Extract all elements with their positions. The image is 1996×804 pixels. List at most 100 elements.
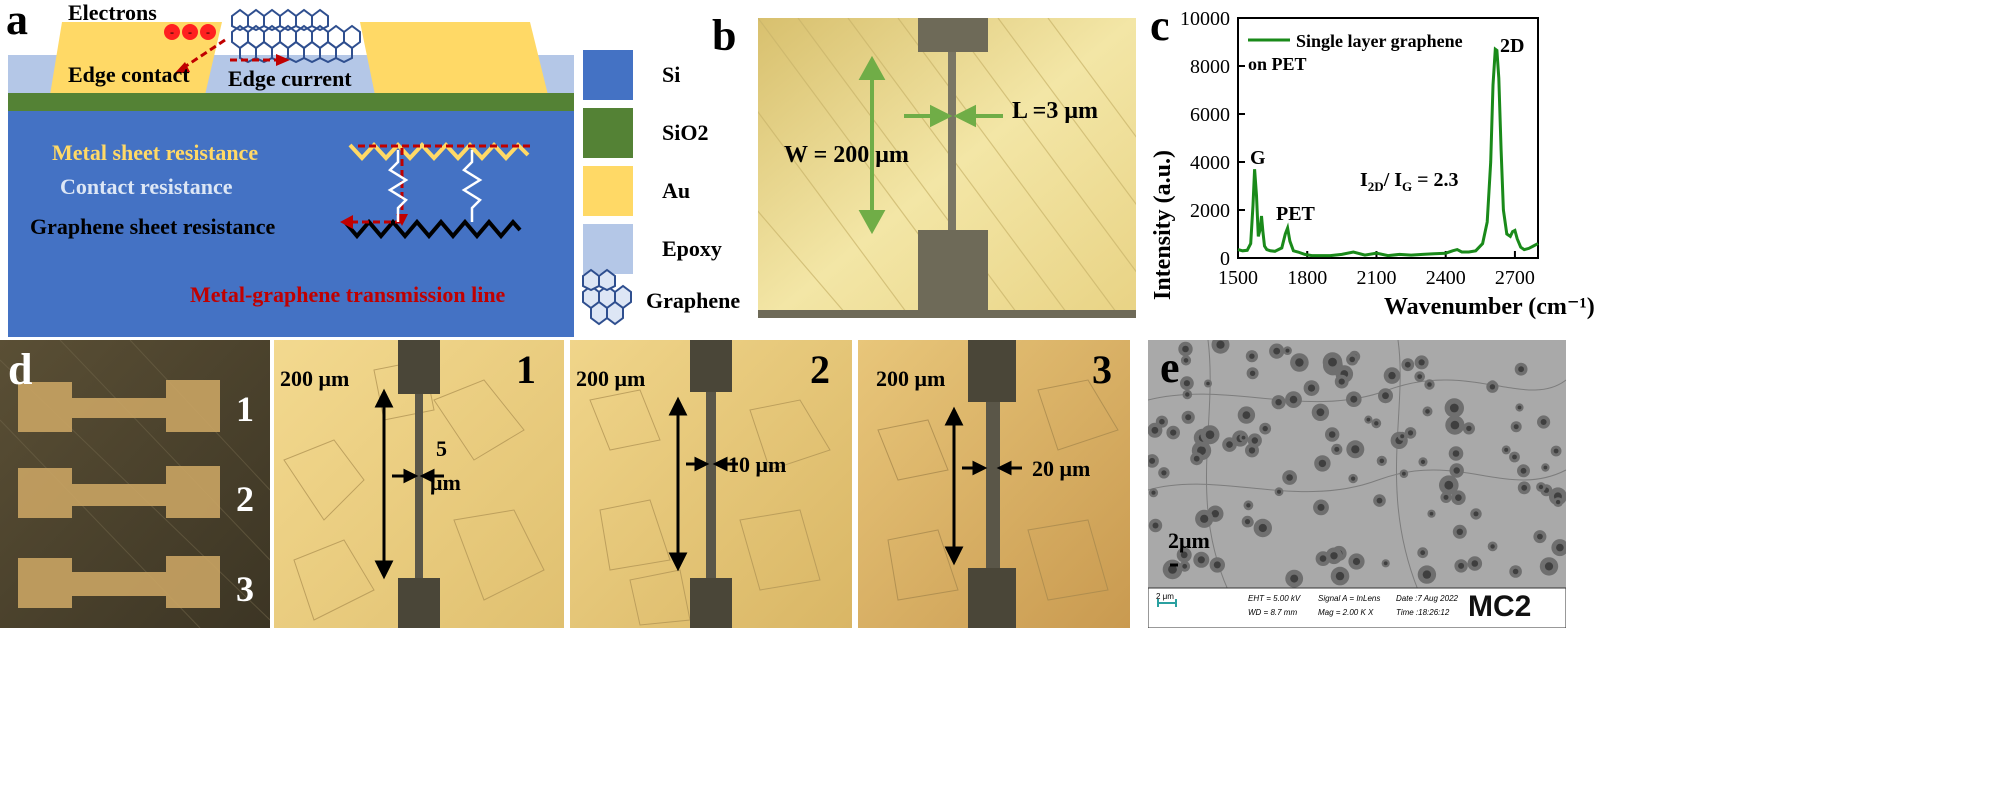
y-tick-label: 4000 (1190, 152, 1230, 174)
legend-au-label: Au (662, 178, 691, 203)
sem-island-core (1473, 511, 1479, 517)
sem-island-core (1318, 459, 1327, 468)
panel-d-letter: d (8, 345, 33, 394)
peak-g-label: G (1250, 147, 1266, 169)
sem-island-core (1471, 560, 1479, 567)
panel-d: d 1 2 3 200 μm 1 5 μm (0, 340, 1130, 630)
y-tick-label: 0 (1220, 248, 1230, 270)
transmission-line-label: Metal-graphene transmission line (190, 282, 506, 307)
d1-scale-label: 200 μm (280, 366, 350, 391)
sem-island-core (1407, 430, 1414, 436)
sem-island-core (1295, 358, 1304, 367)
sem-island-core (1290, 574, 1299, 583)
panel-d1-micrograph (274, 340, 564, 628)
sem-info-time: Time :18:26:12 (1396, 608, 1450, 617)
x-tick-label: 2400 (1426, 267, 1466, 289)
edge-current-label: Edge current (228, 66, 352, 91)
sem-info-wd: WD = 8.7 mm (1248, 608, 1298, 617)
panel-c-letter: c (1150, 1, 1170, 50)
sem-island-core (1226, 441, 1233, 448)
sem-island-core (1338, 378, 1345, 385)
legend-au-swatch (583, 166, 633, 216)
panel-e-sem-image (1148, 340, 1566, 628)
sem-island-core (1213, 561, 1221, 569)
sem-island-core (1504, 447, 1509, 452)
peak-2d-label: 2D (1500, 35, 1524, 57)
sem-island-core (1555, 499, 1561, 505)
sem-island-core (1180, 551, 1188, 559)
d1-number: 1 (516, 347, 536, 392)
sem-island-core (1512, 568, 1519, 575)
sem-island-core (1450, 420, 1460, 430)
sem-island-core (1258, 523, 1267, 533)
sem-island-core (1466, 425, 1472, 432)
plot-frame (1237, 17, 1539, 259)
sem-island-core (1149, 457, 1156, 464)
sem-island-core (1351, 445, 1360, 454)
legend-sio2-label: SiO2 (662, 120, 709, 145)
sem-island-core (1417, 374, 1423, 379)
d3-scale-label: 200 μm (876, 366, 946, 391)
d2-scale-label: 200 μm (576, 366, 646, 391)
sem-island-core (1151, 490, 1156, 495)
sem-island-core (1185, 392, 1190, 397)
sem-island-core (1540, 419, 1547, 425)
sem-island-core (1206, 381, 1210, 386)
au-right-pad (360, 22, 548, 95)
sem-info-date: Date :7 Aug 2022 (1396, 594, 1458, 603)
sem-island-core (1244, 519, 1251, 525)
sem-island-core (1429, 511, 1434, 516)
contact-resistance-label: Contact resistance (60, 174, 233, 199)
sem-island-core (1211, 510, 1219, 518)
sem-island-core (1404, 361, 1411, 368)
sem-island-core (1193, 455, 1200, 462)
sem-island-core (1512, 454, 1517, 460)
electrons-label: Electrons (68, 0, 157, 25)
sem-island-core (1275, 399, 1282, 406)
graphene-sheet-resistance-label: Graphene sheet resistance (30, 214, 276, 239)
sem-island-core (1151, 426, 1159, 434)
sem-island-core (1249, 370, 1256, 376)
sem-island-core (1420, 459, 1426, 464)
y-tick-label: 10000 (1180, 8, 1230, 30)
panel-a-diagram: - - - (8, 8, 633, 337)
svg-text:-: - (188, 25, 192, 39)
width-label: W = 200 μm (784, 142, 909, 168)
y-tick-label: 8000 (1190, 56, 1230, 78)
sem-island-core (1277, 489, 1281, 494)
row-label-1: 1 (236, 389, 254, 429)
sem-island-core (1289, 395, 1298, 404)
row-label-3: 3 (236, 569, 254, 609)
length-label: L =3 μm (1012, 98, 1098, 124)
peak-pet-label: PET (1276, 203, 1316, 225)
y-tick-label: 2000 (1190, 200, 1230, 222)
sem-island-core (1379, 458, 1385, 464)
legend-graphene-icon (582, 268, 632, 326)
sem-island-core (1319, 555, 1327, 562)
sem-island-core (1183, 358, 1189, 363)
sem-island-core (1307, 384, 1316, 392)
x-tick-label: 1500 (1218, 267, 1258, 289)
sem-island-core (1556, 543, 1564, 552)
legend-label-2: on PET (1248, 54, 1307, 74)
panel-a: - - - (0, 0, 760, 340)
sem-island-core (1489, 384, 1496, 390)
sem-info-eht: EHT = 5.00 kV (1248, 594, 1301, 603)
sem-island-core (1518, 366, 1524, 373)
intensity-ratio-label: I2D/ IG = 2.3 (1360, 169, 1459, 194)
electrons-icon: - - - (164, 24, 216, 40)
sem-island-core (1420, 550, 1426, 556)
sem-island-core (1352, 557, 1361, 566)
sem-island-core (1537, 533, 1543, 540)
sem-island-core (1152, 522, 1159, 529)
legend-label-1: Single layer graphene (1296, 31, 1463, 51)
e-scale-label: 2μm (1168, 528, 1210, 553)
svg-text:-: - (170, 25, 174, 39)
edge-contact-label: Edge contact (68, 62, 190, 87)
edge-current-arrows (179, 38, 278, 72)
sem-island-core (1335, 571, 1345, 581)
y-tick-label: 6000 (1190, 104, 1230, 126)
sem-island-core (1351, 476, 1356, 481)
d1-gap-label: 5 (436, 436, 447, 461)
